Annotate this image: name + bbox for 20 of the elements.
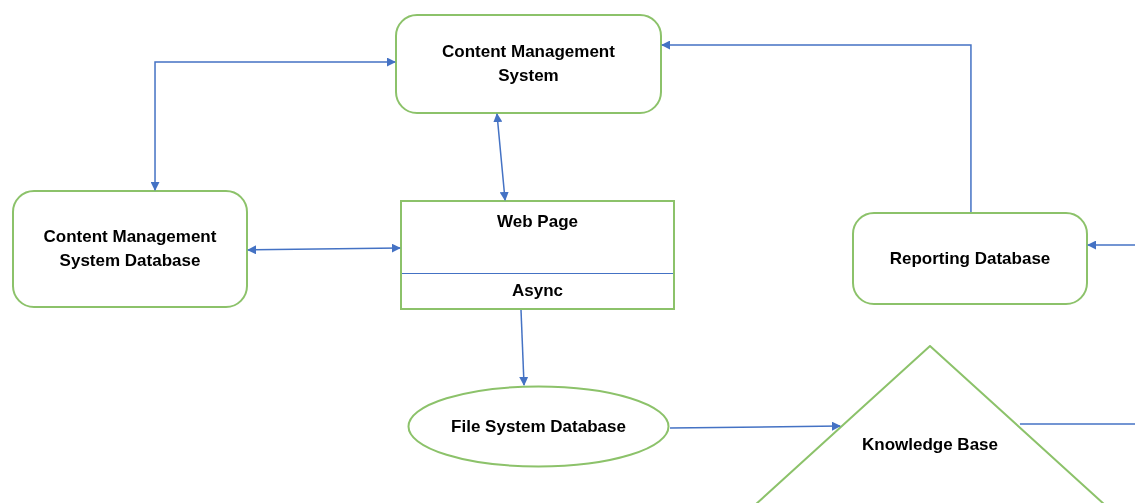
arrow <box>150 57 396 191</box>
process-box <box>395 14 662 114</box>
node-label: Reporting Database <box>889 247 1051 270</box>
arrow <box>661 40 972 213</box>
arrow <box>247 243 401 255</box>
arrow <box>519 309 529 386</box>
process-box <box>852 212 1088 305</box>
arrow <box>669 421 841 431</box>
process-box <box>12 190 248 308</box>
node-label: Async <box>512 280 563 303</box>
split-box <box>400 200 675 310</box>
node-label: File System Database <box>451 415 626 438</box>
node-label: Content Management System <box>441 41 616 87</box>
arrow <box>493 113 509 201</box>
arrow <box>1087 240 1135 250</box>
data-ellipse <box>407 385 670 468</box>
node-label: Knowledge Base <box>861 434 998 456</box>
knowledge-triangle <box>755 345 1105 503</box>
node-label: Web Page <box>497 211 578 233</box>
node-label: Content Management System Database <box>42 226 218 272</box>
